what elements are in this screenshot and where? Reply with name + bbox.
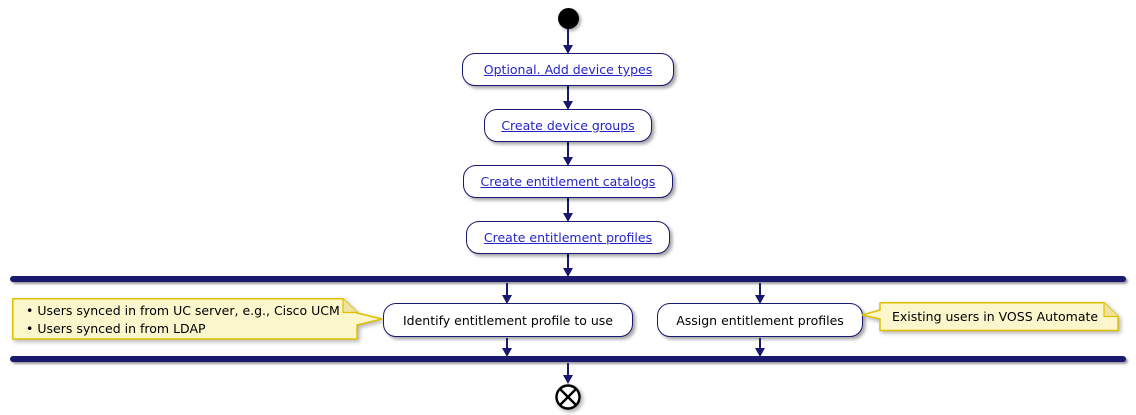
link-create-entitlement-catalogs[interactable]: Create entitlement catalogs [480, 174, 656, 189]
activity-create-entitlement-profiles: Create entitlement profiles [466, 221, 670, 254]
flow-arrow [502, 338, 512, 357]
start-node [558, 8, 579, 29]
flow-arrow [563, 254, 573, 277]
note-right-shape [862, 302, 1119, 332]
flow-arrow [563, 86, 573, 110]
activity-label: Assign entitlement profiles [676, 312, 844, 328]
flow-arrow [755, 338, 765, 357]
note-left-line: Users synced in from UC server, e.g., Ci… [26, 302, 339, 320]
link-create-device-groups[interactable]: Create device groups [501, 118, 635, 133]
link-add-device-types[interactable]: Optional. Add device types [483, 62, 653, 77]
join-bar [10, 356, 1126, 362]
flow-arrow [563, 363, 573, 384]
activity-create-entitlement-catalogs: Create entitlement catalogs [463, 165, 673, 198]
link-create-entitlement-profiles[interactable]: Create entitlement profiles [483, 230, 653, 245]
activity-add-device-types: Optional. Add device types [462, 53, 674, 86]
note-left: Users synced in from UC server, e.g., Ci… [26, 302, 340, 338]
note-right: Existing users in VOSS Automate [892, 309, 1099, 324]
flow-arrow [502, 283, 512, 304]
activity-identify-entitlement-profile: Identify entitlement profile to use [383, 303, 633, 337]
flow-arrow [563, 29, 573, 54]
note-left-line: Users synced in from LDAP [26, 320, 340, 338]
flow-arrow [563, 198, 573, 222]
flow-arrow [563, 142, 573, 166]
activity-create-device-groups: Create device groups [484, 109, 652, 142]
final-node [555, 384, 581, 410]
fork-bar [10, 276, 1126, 282]
flow-arrow [755, 283, 765, 304]
activity-label: Identify entitlement profile to use [403, 312, 613, 328]
activity-assign-entitlement-profiles: Assign entitlement profiles [657, 303, 863, 337]
